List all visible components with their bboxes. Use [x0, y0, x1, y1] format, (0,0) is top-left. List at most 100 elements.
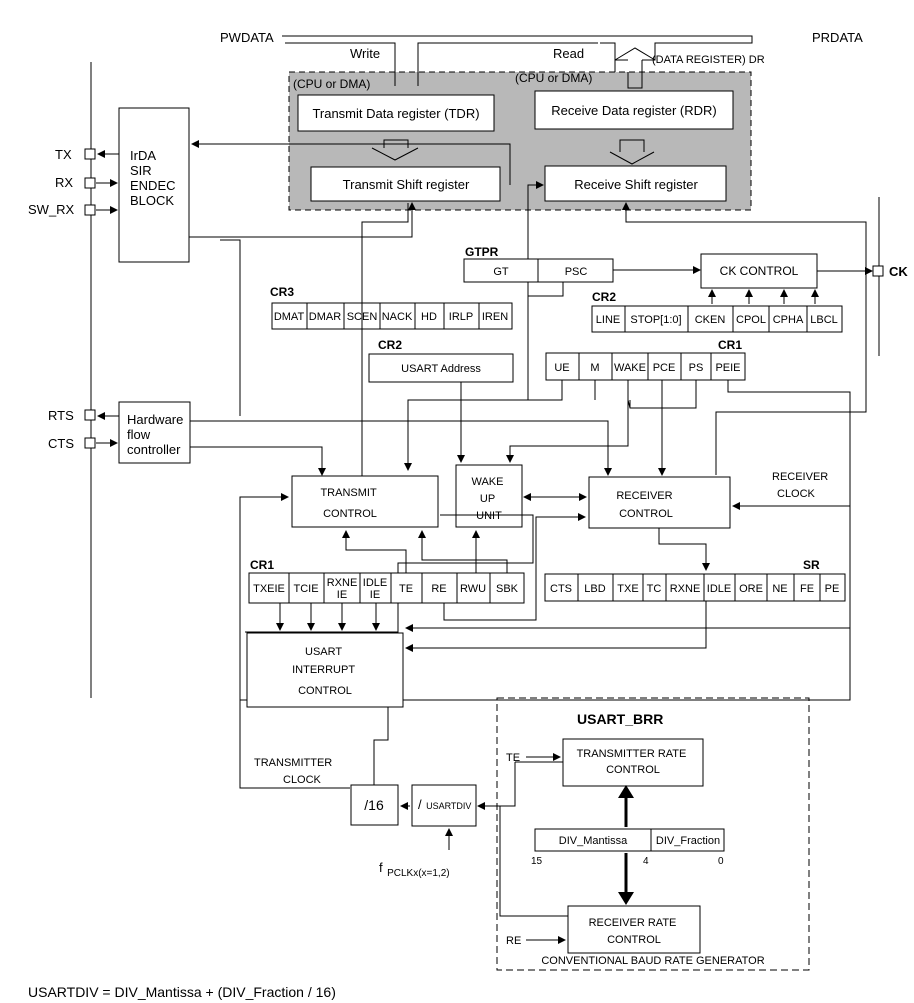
cr1-peie: PEIE	[715, 362, 740, 374]
div-fraction-label: DIV_Fraction	[656, 835, 720, 847]
rsr-label: Receive Shift register	[574, 177, 698, 192]
hw-flow-line-2: flow	[127, 427, 151, 442]
cpu-dma-rx-label: (CPU or DMA)	[515, 71, 592, 85]
cr1-m: M	[590, 362, 599, 374]
cr1-tcie: TCIE	[293, 583, 318, 595]
tdr-box	[297, 94, 495, 132]
wakeup-line-1: WAKE	[471, 476, 503, 488]
cr1-ue: UE	[554, 362, 569, 374]
cpu-dma-tx-label: (CPU or DMA)	[293, 77, 370, 91]
cr1-txeie: TXEIE	[253, 583, 285, 595]
fpclk-sub: PCLKx(x=1,2)	[387, 868, 450, 879]
tx-rate-line-1: TRANSMITTER RATE	[577, 748, 687, 760]
cr1-bottom-title: CR1	[250, 558, 274, 572]
div16-divider	[350, 784, 399, 826]
cr1-rxneie-line-1: RXNE	[327, 577, 358, 589]
cr2-addr-title: CR2	[378, 338, 402, 352]
sr-fe: FE	[800, 583, 814, 595]
irda-line-2: SIR	[130, 163, 152, 178]
rdr-box	[534, 90, 734, 130]
sr-idle: IDLE	[707, 583, 731, 595]
cr1-top-bits: UE M WAKE PCE PS PEIE	[545, 352, 746, 381]
receiver-clock-line-1: RECEIVER	[772, 471, 828, 483]
transmit-control-line-1: TRANSMIT	[320, 487, 377, 499]
bit-15-label: 15	[531, 856, 543, 867]
rx-rate-line-2: CONTROL	[607, 934, 661, 946]
cr1-top-title: CR1	[718, 338, 742, 352]
pin-rts[interactable]: RTS	[48, 408, 96, 423]
cr1-te: TE	[399, 583, 413, 595]
cr1-ps: PS	[689, 362, 704, 374]
sr-rxne: RXNE	[670, 583, 701, 595]
sr-tc: TC	[647, 583, 662, 595]
pin-tx-label: TX	[55, 147, 72, 162]
sr-title: SR	[803, 558, 820, 572]
rx-rate-label: RECEIVER RATE CONTROL	[589, 917, 680, 946]
hw-flow-line-3: controller	[127, 442, 181, 457]
cr3-irlp: IRLP	[449, 311, 473, 323]
brr-re-label: RE	[506, 935, 521, 947]
pin-rx[interactable]: RX	[55, 175, 96, 190]
div-mantissa-label: DIV_Mantissa	[559, 835, 628, 847]
tsr-box	[310, 166, 501, 202]
pin-rts-label: RTS	[48, 408, 74, 423]
pin-ck-box[interactable]	[872, 265, 884, 277]
receiver-rate-control	[567, 905, 701, 954]
cr2-cken: CKEN	[695, 314, 726, 326]
bit-0-label: 0	[718, 856, 724, 867]
tx-rate-label: TRANSMITTER RATE CONTROL	[577, 748, 690, 776]
rdr-label: Receive Data register (RDR)	[551, 103, 716, 118]
receiver-control	[588, 476, 731, 529]
pwdata-label: PWDATA	[220, 30, 274, 45]
cr2-lbcl: LBCL	[810, 314, 838, 326]
pin-cts[interactable]: CTS	[48, 436, 96, 451]
cr2-stop: STOP[1:0]	[630, 314, 681, 326]
pin-sw-rx[interactable]: SW_RX	[28, 202, 96, 217]
cr1-sbk: SBK	[496, 583, 519, 595]
usart-interrupt-control	[246, 632, 404, 708]
sr-lbd: LBD	[584, 583, 605, 595]
cr1-idleie-line-2: IE	[370, 589, 380, 601]
cr1-re: RE	[431, 583, 446, 595]
cr3-dmar: DMAR	[309, 311, 341, 323]
pin-tx[interactable]: TX	[55, 147, 96, 162]
bit-4-label: 4	[643, 856, 649, 867]
div-fraction-box	[650, 828, 725, 852]
irda-line-4: BLOCK	[130, 193, 174, 208]
cr2-top-bits: LINE STOP[1:0] CKEN CPOL CPHA LBCL	[591, 305, 843, 333]
ck-control	[700, 253, 818, 289]
usartdiv-slash: /	[418, 797, 422, 812]
rx-rate-line-1: RECEIVER RATE	[589, 917, 677, 929]
wakeup-line-3: UNIT	[476, 510, 502, 522]
rsr-box	[544, 165, 727, 202]
receiver-control-line-1: RECEIVER	[616, 490, 672, 502]
brr-te-label: TE	[506, 752, 520, 764]
transmit-control	[291, 475, 439, 528]
tdr-label: Transmit Data register (TDR)	[312, 106, 479, 121]
prdata-label: PRDATA	[812, 30, 863, 45]
write-label: Write	[350, 46, 380, 61]
pin-ck-label: CK	[889, 264, 908, 279]
cr3-nack: NACK	[382, 311, 413, 323]
sr-ne: NE	[772, 583, 787, 595]
sr-pe: PE	[825, 583, 840, 595]
interrupt-label: USART INTERRUPT CONTROL	[292, 646, 358, 697]
receiver-clock-label: RECEIVER CLOCK	[772, 471, 831, 500]
ck-control-label: CK CONTROL	[720, 264, 799, 278]
pin-rx-label: RX	[55, 175, 73, 190]
transmit-control-line-2: CONTROL	[323, 508, 377, 520]
cr3-title: CR3	[270, 285, 294, 299]
receiver-control-line-2: CONTROL	[619, 508, 673, 520]
cr3-hd: HD	[421, 311, 437, 323]
data-register-label: (DATA REGISTER) DR	[652, 54, 765, 66]
tsr-label: Transmit Shift register	[343, 177, 470, 192]
receiver-control-label: RECEIVER CONTROL	[616, 490, 675, 520]
irda-line-1: IrDA	[130, 148, 156, 163]
wakeup-line-2: UP	[480, 493, 495, 505]
fpclk-label: f PCLKx(x=1,2)	[379, 859, 450, 879]
transmitter-clock-line-1: TRANSMITTER	[254, 757, 332, 769]
pin-cts-label: CTS	[48, 436, 74, 451]
usartdiv-formula: USARTDIV = DIV_Mantissa + (DIV_Fraction …	[28, 984, 336, 1000]
cr3-dmat: DMAT	[274, 311, 305, 323]
